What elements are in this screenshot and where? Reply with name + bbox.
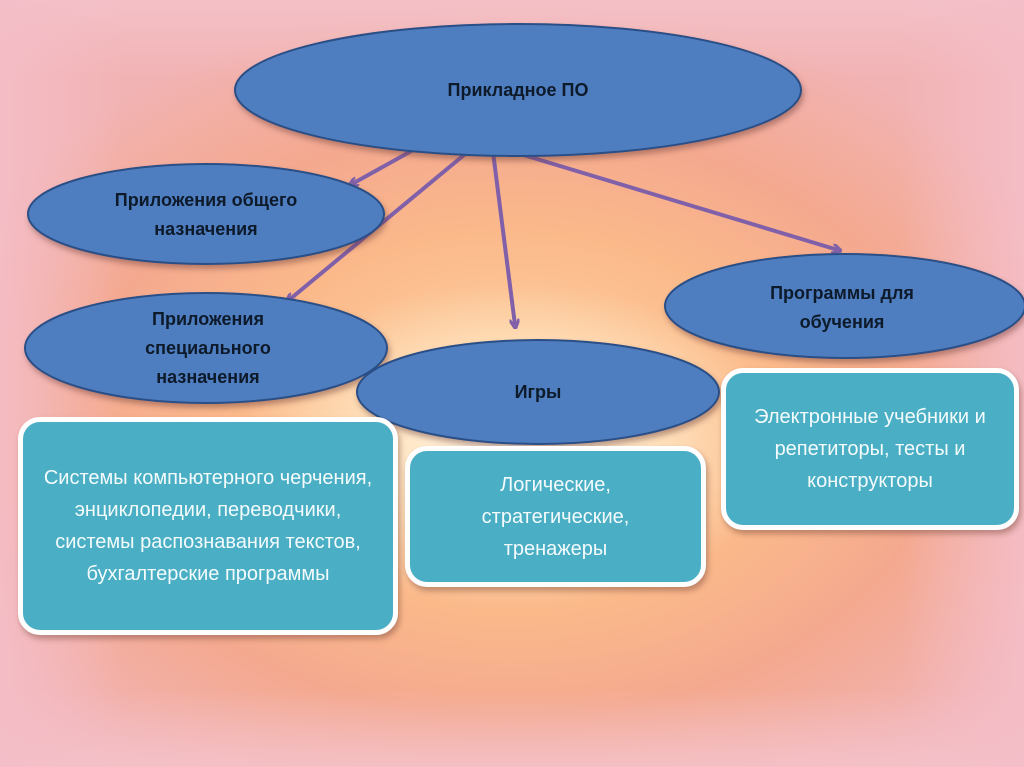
games-examples-text: Логические, стратегические, тренажеры (481, 473, 630, 560)
root-node-label: Прикладное ПО (447, 79, 589, 100)
general-node-ellipse (27, 163, 385, 265)
education-examples-box: Электронные учебники и репетиторы, тесты… (721, 368, 1019, 530)
arrow-root-to-education (516, 151, 838, 250)
arrow-root-to-games (491, 151, 515, 325)
special-node-label: Приложения специального назначения (145, 308, 271, 387)
root-node-ellipse (234, 23, 802, 157)
education-node-ellipse (664, 253, 1024, 359)
games-node-label: Игры (514, 381, 562, 402)
general-node-label: Приложения общего назначения (114, 190, 298, 239)
special-examples-text: Системы компьютерного черчения, энциклоп… (43, 467, 373, 585)
special-node-ellipse (24, 292, 388, 404)
education-node-label: Программы для обучения (770, 283, 914, 332)
special-examples-box: Системы компьютерного черчения, энциклоп… (18, 417, 398, 635)
games-examples-box: Логические, стратегические, тренажеры (405, 446, 706, 587)
games-node-ellipse (356, 339, 720, 445)
education-examples-text: Электронные учебники и репетиторы, тесты… (754, 406, 986, 492)
